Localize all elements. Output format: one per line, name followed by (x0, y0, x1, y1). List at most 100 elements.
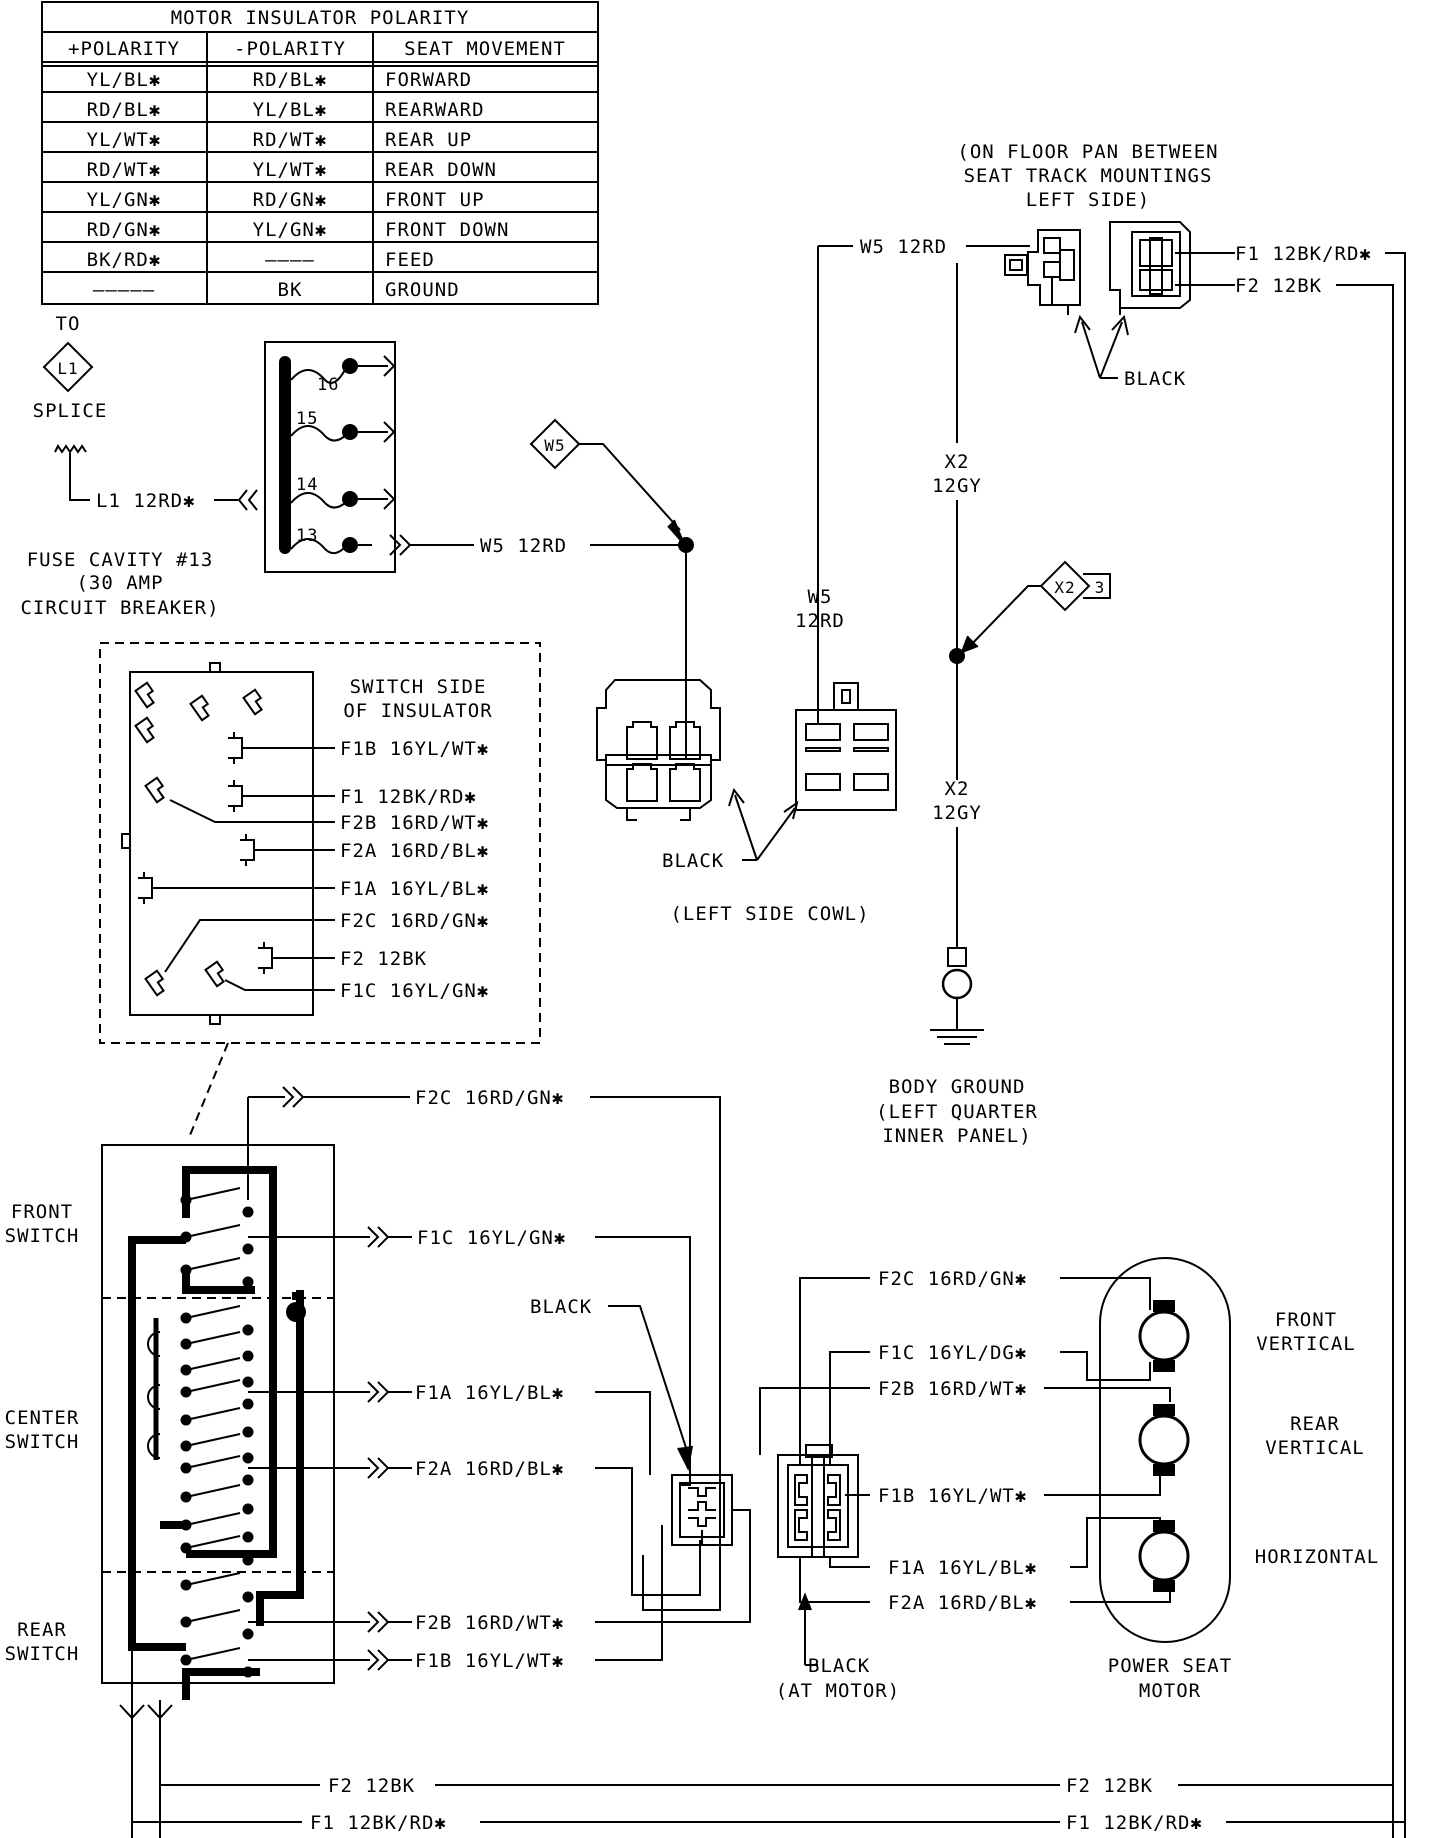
splice-id: L1 (57, 359, 78, 378)
insulator-pin-label: F1 12BK/RD✱ (340, 786, 477, 808)
table-header: +POLARITY (68, 38, 180, 60)
floor-pan-w5-label: W5 12RD (860, 236, 947, 258)
motor-wire-label: F2B 16RD/WT✱ (878, 1378, 1027, 1400)
front-vertical-label: VERTICAL (1256, 1333, 1356, 1355)
insulator-title: OF INSULATOR (343, 700, 492, 722)
fuse-cavity-number: 14 (296, 475, 318, 495)
switch-contact (242, 1452, 254, 1464)
table-cell: ———— (265, 249, 315, 271)
switch-arm (185, 1609, 241, 1623)
table-cell: YL/WT✱ (87, 129, 162, 151)
switch-arm (185, 1535, 241, 1549)
fuse-cavity-label: CIRCUIT BREAKER) (20, 597, 219, 619)
switch-jumper (147, 1433, 161, 1459)
insulator-pin-label: F1A 16YL/BL✱ (340, 878, 489, 900)
cowl-location-label: (LEFT SIDE COWL) (670, 903, 869, 925)
fuse-cavity-number: 13 (296, 526, 318, 546)
switch-contact (242, 1398, 254, 1410)
x2-upper-label: X2 (945, 451, 970, 473)
switch-contact (242, 1324, 254, 1336)
motor-connector: F2C 16RD/GN✱ F1C 16YL/DG✱ F2B 16RD/WT✱ F… (759, 1268, 1171, 1702)
motor-wire-label: F1B 16YL/WT✱ (878, 1485, 1027, 1507)
cowl-w5-label: W5 (808, 586, 833, 608)
body-ground-label: (LEFT QUARTER (876, 1101, 1038, 1123)
switch-arm (185, 1257, 241, 1271)
rear-vertical-label: VERTICAL (1265, 1437, 1365, 1459)
table-title: MOTOR INSULATOR POLARITY (171, 7, 470, 29)
floor-pan-connectors: (ON FLOOR PAN BETWEEN SEAT TRACK MOUNTIN… (818, 141, 1406, 1838)
front-switch-label: SWITCH (5, 1225, 80, 1247)
rear-vertical-label: REAR (1290, 1413, 1340, 1435)
insulator-pin-label: F2C 16RD/GN✱ (340, 910, 489, 932)
ground-circuit: X2 12GY X2 3 X2 12GY BODY GROUND (LEFT Q… (876, 263, 1111, 1147)
x2-splice-id: X2 (1054, 578, 1075, 597)
switch-arm (185, 1407, 241, 1421)
table-cell: RD/GN✱ (253, 189, 328, 211)
bottom-f2-left: F2 12BK (328, 1775, 415, 1797)
front-switch-label: FRONT (11, 1201, 73, 1223)
floor-pan-location: (ON FLOOR PAN BETWEEN (957, 141, 1218, 163)
switch-wire-label: F2C 16RD/GN✱ (415, 1087, 564, 1109)
switch-wire-label: F2B 16RD/WT✱ (415, 1612, 564, 1634)
floor-pan-f2-label: F2 12BK (1235, 275, 1322, 297)
switch-contact (242, 1591, 254, 1603)
table-cell: REARWARD (385, 99, 485, 121)
bottom-feed-wires: F2 12BK F2 12BK F1 12BK/RD✱ F1 12BK/RD✱ (132, 1760, 1406, 1834)
switch-contact (242, 1503, 254, 1515)
table-cell: FORWARD (385, 69, 472, 91)
table-cell: RD/BL✱ (87, 99, 162, 121)
x2-lower-label: X2 (945, 778, 970, 800)
switch-contact (242, 1276, 254, 1288)
table-cell: YL/BL✱ (87, 69, 162, 91)
w5-fuse-wire-label: W5 12RD (480, 535, 567, 557)
switch-contact (242, 1426, 254, 1438)
switch-inline-connector (671, 1474, 733, 1546)
insulator-pin-label: F1B 16YL/WT✱ (340, 738, 489, 760)
switch-wire-label: F1A 16YL/BL✱ (415, 1382, 564, 1404)
polarity-table: MOTOR INSULATOR POLARITY +POLARITY -POLA… (41, 1, 599, 305)
switch-arm (185, 1484, 241, 1498)
floor-pan-location: LEFT SIDE) (1026, 189, 1150, 211)
switch-contact (242, 1531, 254, 1543)
table-cell: FRONT DOWN (385, 219, 509, 241)
switch-arm (185, 1224, 241, 1238)
motor-connector-black: BLACK (808, 1655, 870, 1677)
center-switch-label: SWITCH (5, 1431, 80, 1453)
motor-wire-label: F2A 16RD/BL✱ (888, 1592, 1037, 1614)
splice-to-label: TO (56, 313, 81, 335)
fuse-cavity-label: FUSE CAVITY #13 (27, 549, 214, 571)
switch-arm (185, 1187, 241, 1201)
floor-pan-location: SEAT TRACK MOUNTINGS (964, 165, 1213, 187)
table-cell: REAR DOWN (385, 159, 497, 181)
table-cell: RD/GN✱ (87, 219, 162, 241)
switch-contact (242, 1376, 254, 1388)
rear-switch-label: SWITCH (5, 1643, 80, 1665)
splice-l1: TO L1 SPLICE L1 12RD✱ (33, 313, 258, 512)
fuse-block: 16 15 14 13 W5 12RD FUSE CAVITY #13 (30 … (20, 341, 685, 619)
x2-lower-label: 12GY (932, 802, 982, 824)
switch-arm (185, 1379, 241, 1393)
switch-wire-label: F1C 16YL/GN✱ (417, 1227, 566, 1249)
switch-contact (242, 1666, 254, 1678)
table-cell: RD/WT✱ (253, 129, 328, 151)
power-seat-motor-label: MOTOR (1139, 1680, 1201, 1702)
switch-wire-label: F1B 16YL/WT✱ (415, 1650, 564, 1672)
body-ground-label: BODY GROUND (889, 1076, 1026, 1098)
switch-contact (242, 1350, 254, 1362)
switch-jumper (147, 1331, 161, 1357)
insulator-pin-label: F2 12BK (340, 948, 427, 970)
insulator-detail: SWITCH SIDE OF INSULATOR F1B 16YL/WT✱ (99, 642, 541, 1141)
switch-arm (185, 1647, 241, 1661)
switch-arm (185, 1572, 241, 1586)
motor-wire-label: F1C 16YL/DG✱ (878, 1342, 1027, 1364)
switch-arm (185, 1455, 241, 1469)
insulator-pin-label: F1C 16YL/GN✱ (340, 980, 489, 1002)
table-cell: YL/BL✱ (253, 99, 328, 121)
table-cell: BK/RD✱ (87, 249, 162, 271)
table-cell: FRONT UP (385, 189, 485, 211)
motor-wire-label: F1A 16YL/BL✱ (888, 1557, 1037, 1579)
table-cell: GROUND (385, 279, 460, 301)
splice-label: SPLICE (33, 400, 108, 422)
front-vertical-label: FRONT (1275, 1309, 1337, 1331)
